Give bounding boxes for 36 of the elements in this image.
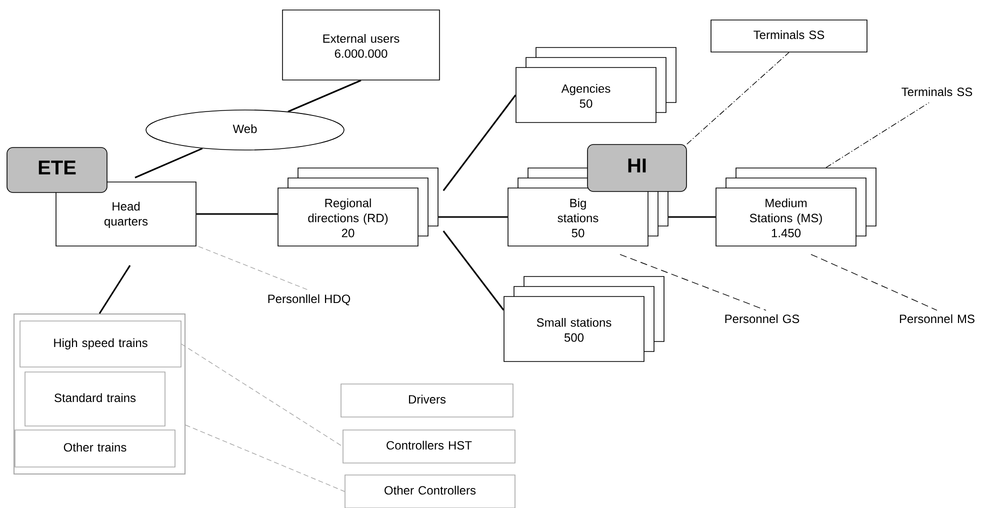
leader-line (198, 246, 310, 291)
connector-line (134, 148, 203, 178)
text-label: Personnel GS (725, 314, 800, 324)
connector-line (442, 230, 504, 311)
leader-line (826, 102, 930, 168)
system-tag: ETE (6, 147, 108, 193)
org-box: External users 6.000.000 (282, 10, 440, 80)
org-box: Terminals SS (710, 20, 868, 52)
node-label: 20 (342, 228, 354, 238)
role-box: Standard trains (24, 372, 166, 426)
role-box: Controllers HST (342, 430, 516, 464)
text-label: Terminals SS (902, 87, 972, 96)
leader-line (620, 254, 766, 311)
stacked-box: Regional directions (RD) 20 (278, 168, 438, 246)
leader-line (686, 52, 790, 144)
stacked-box: Agencies 50 (516, 47, 676, 123)
stacked-box: Medium Stations (MS) 1.450 (716, 168, 876, 246)
stacked-box: Small stations 500 (504, 276, 664, 362)
text-label: Personllel HDQ (268, 294, 350, 306)
leader-line (185, 424, 345, 492)
role-box: Other trains (14, 430, 176, 468)
leader-line (181, 344, 343, 447)
text-label: Personnel MS (900, 314, 974, 324)
system-tag: HI (587, 144, 687, 192)
role-box: Drivers (340, 384, 514, 418)
org-box: Head quarters (56, 182, 196, 246)
connector-line (668, 216, 716, 218)
group-box (14, 314, 186, 474)
connector-line (288, 80, 362, 112)
role-box: High speed trains (20, 320, 182, 368)
role-box: Other Controllers (344, 474, 516, 508)
leader-line (810, 254, 938, 311)
connector-line (98, 264, 131, 314)
connector-line (438, 216, 508, 218)
connector-line (196, 213, 278, 215)
connector-line (442, 94, 516, 192)
